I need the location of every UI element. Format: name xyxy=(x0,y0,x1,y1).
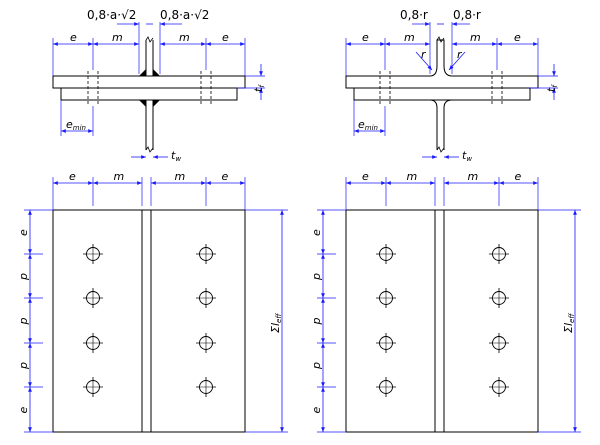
label-emin: emin xyxy=(358,118,378,132)
label-e: e xyxy=(362,31,369,44)
label-p: p xyxy=(310,318,323,326)
label-p: p xyxy=(310,273,323,281)
weld-throat-label-left: 0,8·a·√2 xyxy=(87,8,136,22)
label-m: m xyxy=(114,170,125,183)
label-tf: tf xyxy=(252,84,266,92)
label-e: e xyxy=(69,170,76,183)
web-lower xyxy=(145,100,154,150)
label-p: p xyxy=(17,273,30,281)
welded-section-view: e m m e 0,8·a·√2 0,8·a·√2 tf emin tw xyxy=(52,8,266,163)
label-e: e xyxy=(222,170,229,183)
label-e: e xyxy=(70,31,77,44)
label-e: e xyxy=(17,407,30,414)
web-upper xyxy=(145,40,154,77)
label-e: e xyxy=(310,407,323,414)
label-tw: tw xyxy=(171,149,181,163)
label-r: r xyxy=(457,48,463,61)
weld-upper-left xyxy=(139,69,146,76)
weld-lower-left xyxy=(139,100,146,107)
weld-throat-label-right: 0,8·a·√2 xyxy=(160,8,209,22)
weld-lower-right xyxy=(153,100,160,107)
label-m: m xyxy=(468,170,479,183)
label-m: m xyxy=(179,31,190,44)
dim-radius-left xyxy=(415,51,433,71)
plate-outline xyxy=(345,209,539,433)
label-m: m xyxy=(112,31,123,44)
label-leff: Σleff xyxy=(562,313,576,333)
label-e: e xyxy=(362,170,369,183)
label-p: p xyxy=(310,362,323,370)
web-break-upper xyxy=(436,36,445,43)
label-m: m xyxy=(470,31,481,44)
web-break-lower xyxy=(145,146,154,153)
flange-plate xyxy=(52,75,246,89)
label-e: e xyxy=(310,229,323,236)
label-leff: Σleff xyxy=(269,313,283,333)
label-r: r xyxy=(421,48,427,61)
label-m: m xyxy=(407,170,418,183)
web-lower xyxy=(429,99,453,150)
weld-upper-right xyxy=(153,69,160,76)
label-p: p xyxy=(17,318,30,326)
label-e: e xyxy=(514,31,521,44)
label-e: e xyxy=(515,170,522,183)
label-tf: tf xyxy=(545,84,559,92)
web-break-upper xyxy=(145,36,154,43)
fillet-label-left: 0,8·r xyxy=(400,8,428,22)
fillet-label-right: 0,8·r xyxy=(453,8,481,22)
label-e: e xyxy=(17,229,30,236)
label-tw: tw xyxy=(462,149,472,163)
label-e: e xyxy=(222,31,229,44)
web-break-lower xyxy=(436,146,445,153)
flange-with-fillets xyxy=(345,39,539,89)
label-m: m xyxy=(404,31,415,44)
rolled-section-view: r r e m m e 0,8·r 0,8·r tf emin xyxy=(345,8,559,163)
plate-outline xyxy=(52,209,246,433)
end-plate xyxy=(60,87,238,101)
label-emin: emin xyxy=(66,118,86,132)
label-m: m xyxy=(175,170,186,183)
label-p: p xyxy=(17,362,30,370)
